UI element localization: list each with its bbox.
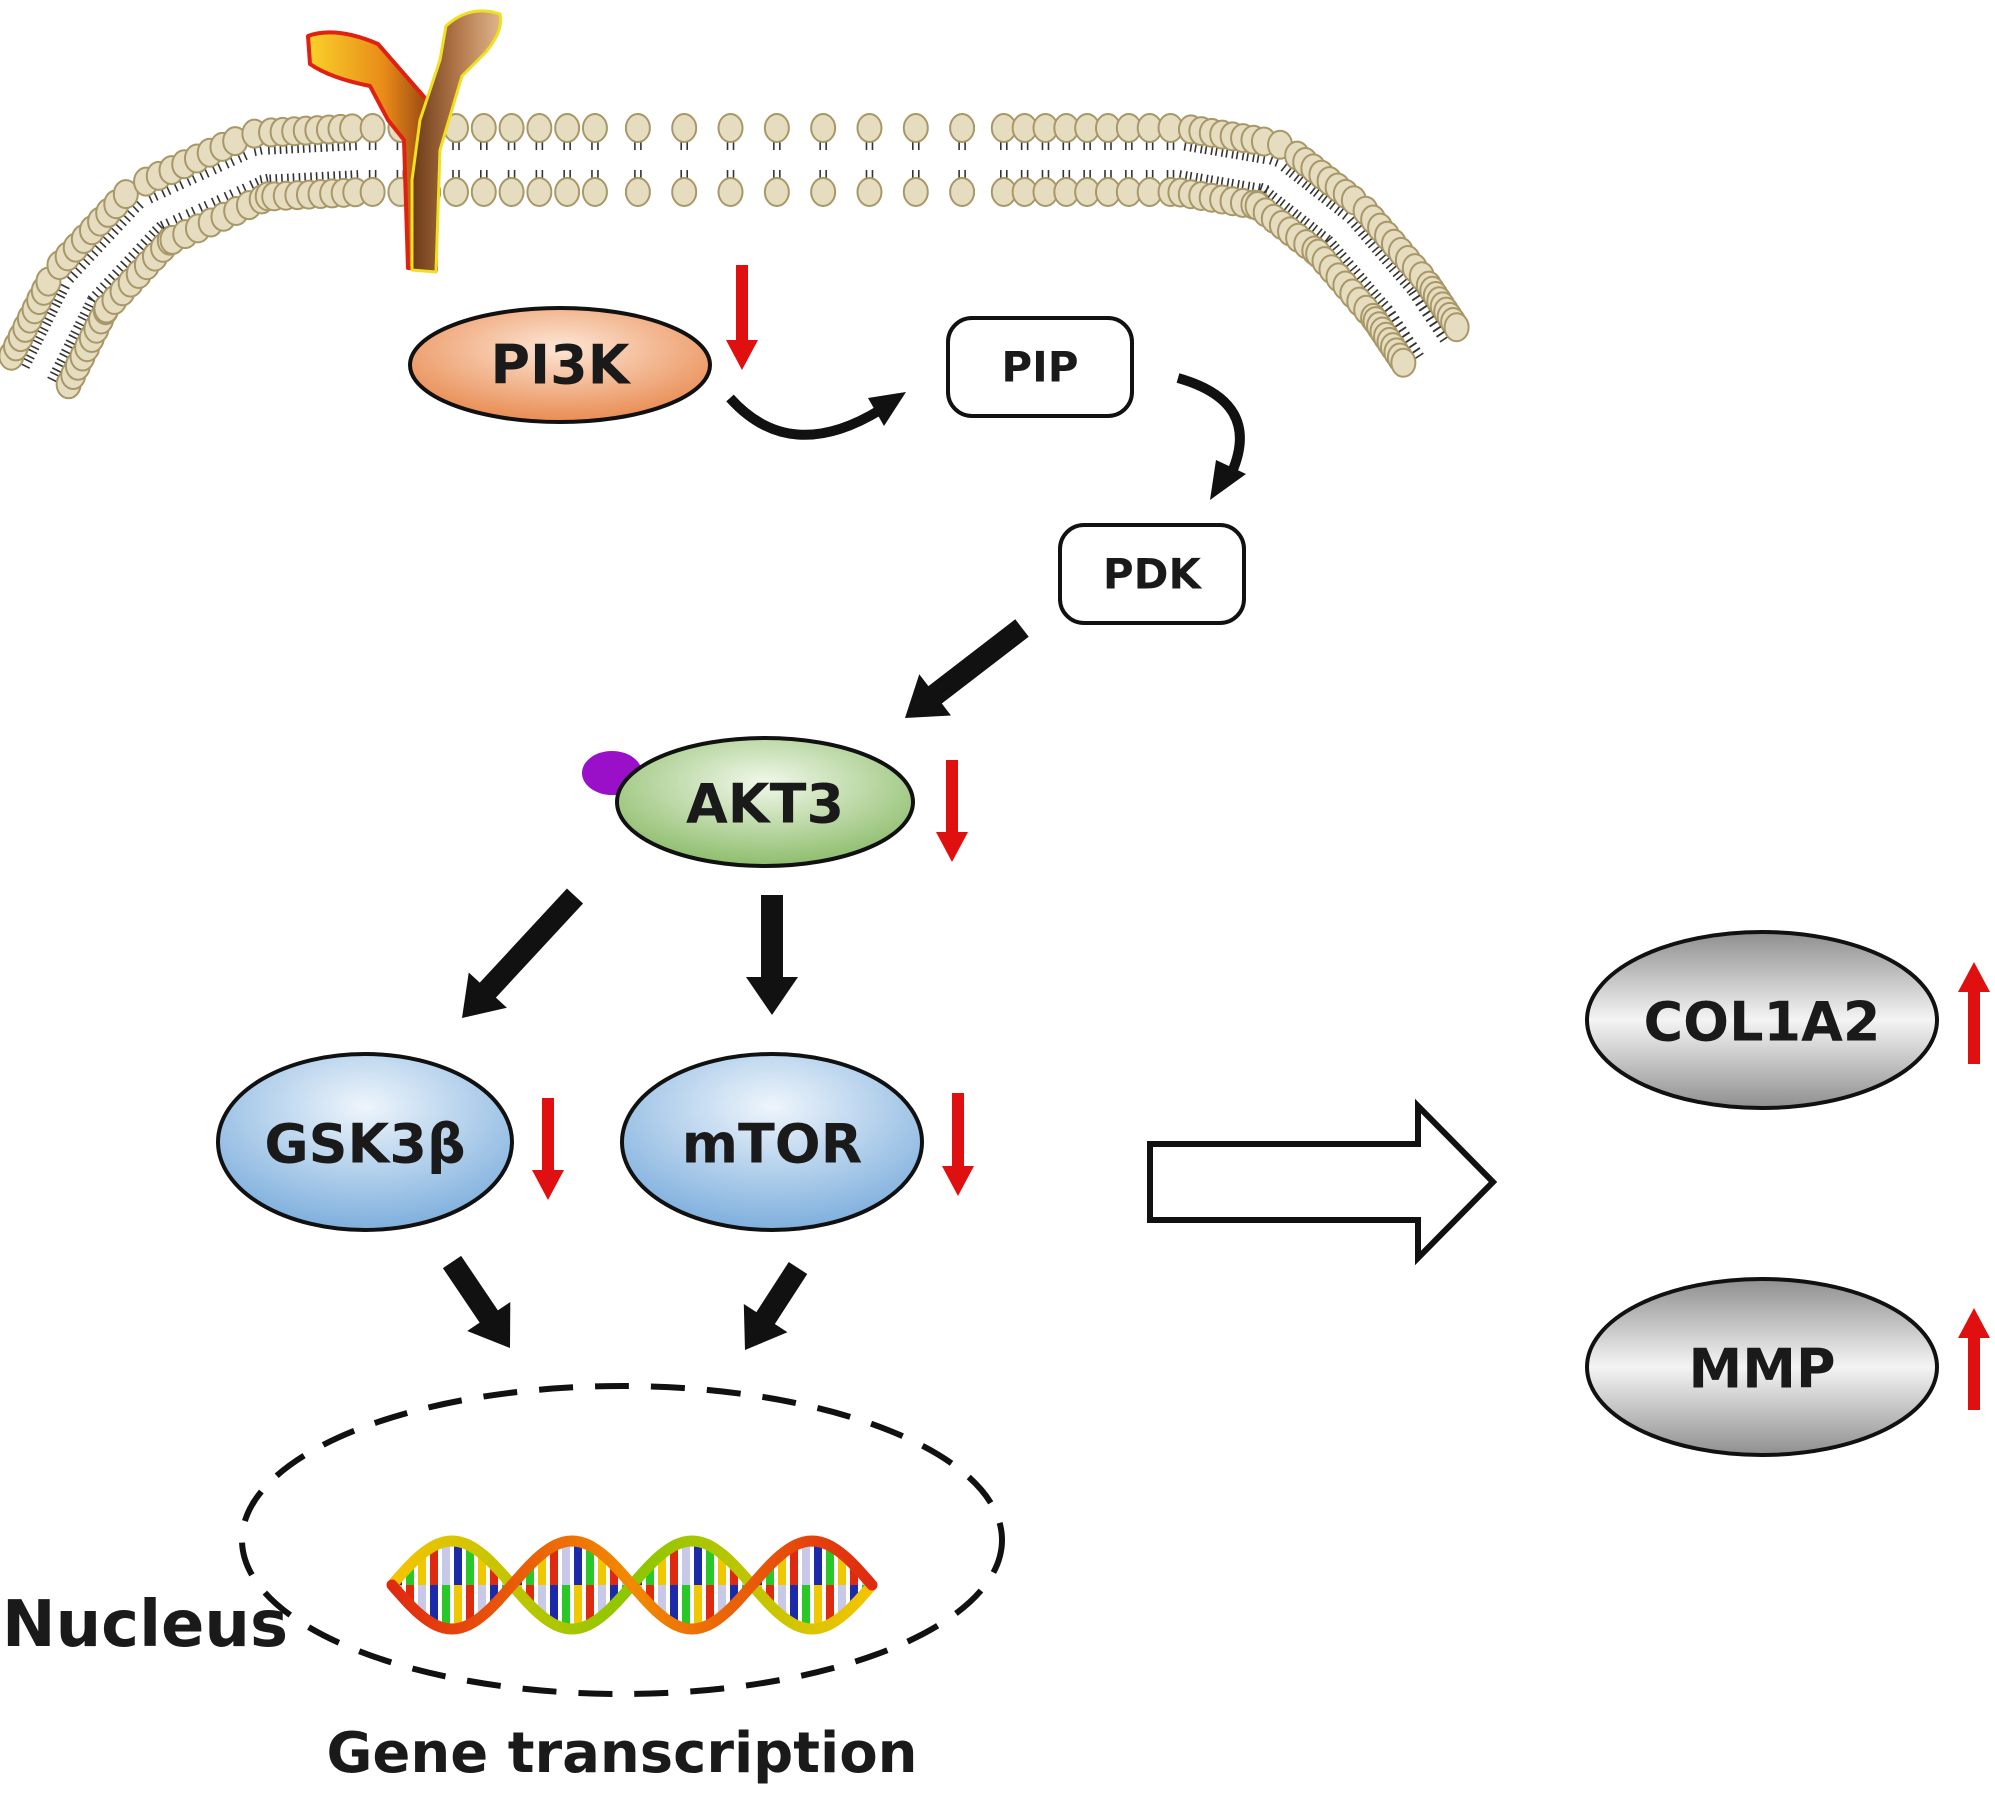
akt3-node: AKT3 bbox=[582, 736, 915, 868]
pi3k-down-regulation-arrow bbox=[726, 265, 758, 370]
pip-node: PIP bbox=[946, 316, 1134, 418]
flow-arrows bbox=[442, 619, 1029, 1350]
gene-transcription-label: Gene transcription bbox=[326, 1721, 917, 1786]
akt3-to-mtor-arrow bbox=[746, 895, 798, 1015]
pi3k-label: PI3K bbox=[490, 334, 631, 397]
pdk-label: PDK bbox=[1103, 550, 1203, 599]
mmp-up-regulation-arrow bbox=[1958, 1308, 1990, 1410]
pi3k-node: PI3K bbox=[408, 306, 712, 424]
akt3-down-regulation-arrow bbox=[936, 760, 968, 862]
gsk3b-label: GSK3β bbox=[264, 1113, 465, 1176]
col1a2-label: COL1A2 bbox=[1644, 991, 1881, 1054]
cell-membrane bbox=[0, 113, 1470, 400]
receptor-icon bbox=[306, 9, 503, 274]
gsk3b-to-nucleus-arrow bbox=[442, 1255, 511, 1348]
mtor-down-regulation-arrow bbox=[942, 1093, 974, 1196]
col1a2-node: COL1A2 bbox=[1585, 930, 1939, 1110]
gsk3b-down-regulation-arrow bbox=[532, 1098, 564, 1200]
regulation-arrows bbox=[532, 265, 1990, 1410]
mmp-label: MMP bbox=[1688, 1338, 1835, 1401]
akt3-label: AKT3 bbox=[686, 773, 844, 836]
gsk3b-node: GSK3β bbox=[216, 1052, 514, 1232]
dna-helix-icon bbox=[386, 1535, 878, 1635]
nucleus-boundary bbox=[239, 1383, 1005, 1697]
mmp-node: MMP bbox=[1585, 1277, 1939, 1457]
pip-label: PIP bbox=[1001, 343, 1078, 392]
mtor-to-nucleus-arrow bbox=[743, 1262, 808, 1350]
col1a2-up-regulation-arrow bbox=[1958, 962, 1990, 1064]
outcome-arrow bbox=[1147, 1098, 1498, 1266]
pdk-node: PDK bbox=[1058, 523, 1246, 625]
akt3-to-gsk3b-arrow bbox=[462, 888, 584, 1018]
pi3k-to-pip-arrow bbox=[726, 392, 906, 440]
pdk-to-akt3-arrow bbox=[905, 619, 1029, 718]
nucleus-label: Nucleus bbox=[2, 1588, 288, 1662]
mtor-label: mTOR bbox=[682, 1113, 863, 1176]
pip-to-pdk-arrow bbox=[1176, 373, 1246, 500]
mtor-node: mTOR bbox=[620, 1052, 924, 1232]
